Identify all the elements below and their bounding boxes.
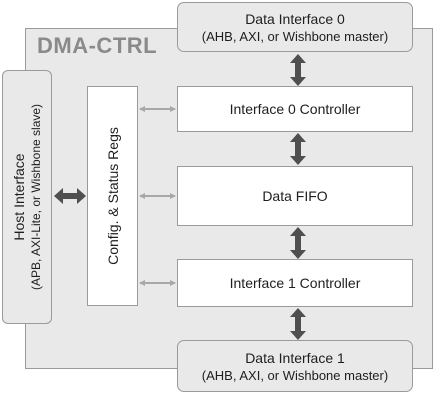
data-fifo-label: Data FIFO — [262, 188, 328, 204]
data-interface-1-detail: (AHB, AXI, or Wishbone master) — [201, 367, 389, 383]
host-interface-detail: (APB, AXI-Lite, or Wishbone slave) — [29, 103, 44, 291]
dma-ctrl-title: DMA-CTRL — [37, 33, 158, 58]
data-interface-1-name: Data Interface 1 — [245, 349, 345, 366]
data-interface-0-detail: (AHB, AXI, or Wishbone master) — [201, 28, 389, 44]
host-interface-label: Host Interface (APB, AXI-Lite, or Wishbo… — [10, 104, 44, 290]
data-fifo-block: Data FIFO — [177, 166, 413, 226]
interface-0-controller-label: Interface 0 Controller — [229, 101, 361, 117]
interface-0-controller-block: Interface 0 Controller — [177, 86, 413, 132]
data-interface-0-name: Data Interface 0 — [245, 10, 345, 27]
config-status-regs-block — [87, 86, 138, 306]
data-interface-1-block: Data Interface 1 (AHB, AXI, or Wishbone … — [177, 340, 413, 392]
config-status-regs-label: Config. & Status Regs — [104, 127, 121, 265]
host-interface-block — [2, 70, 52, 324]
interface-1-controller-label: Interface 1 Controller — [229, 275, 361, 291]
data-interface-0-block: Data Interface 0 (AHB, AXI, or Wishbone … — [177, 2, 413, 52]
interface-1-controller-block: Interface 1 Controller — [177, 259, 413, 307]
host-interface-name: Host Interface — [11, 153, 28, 241]
